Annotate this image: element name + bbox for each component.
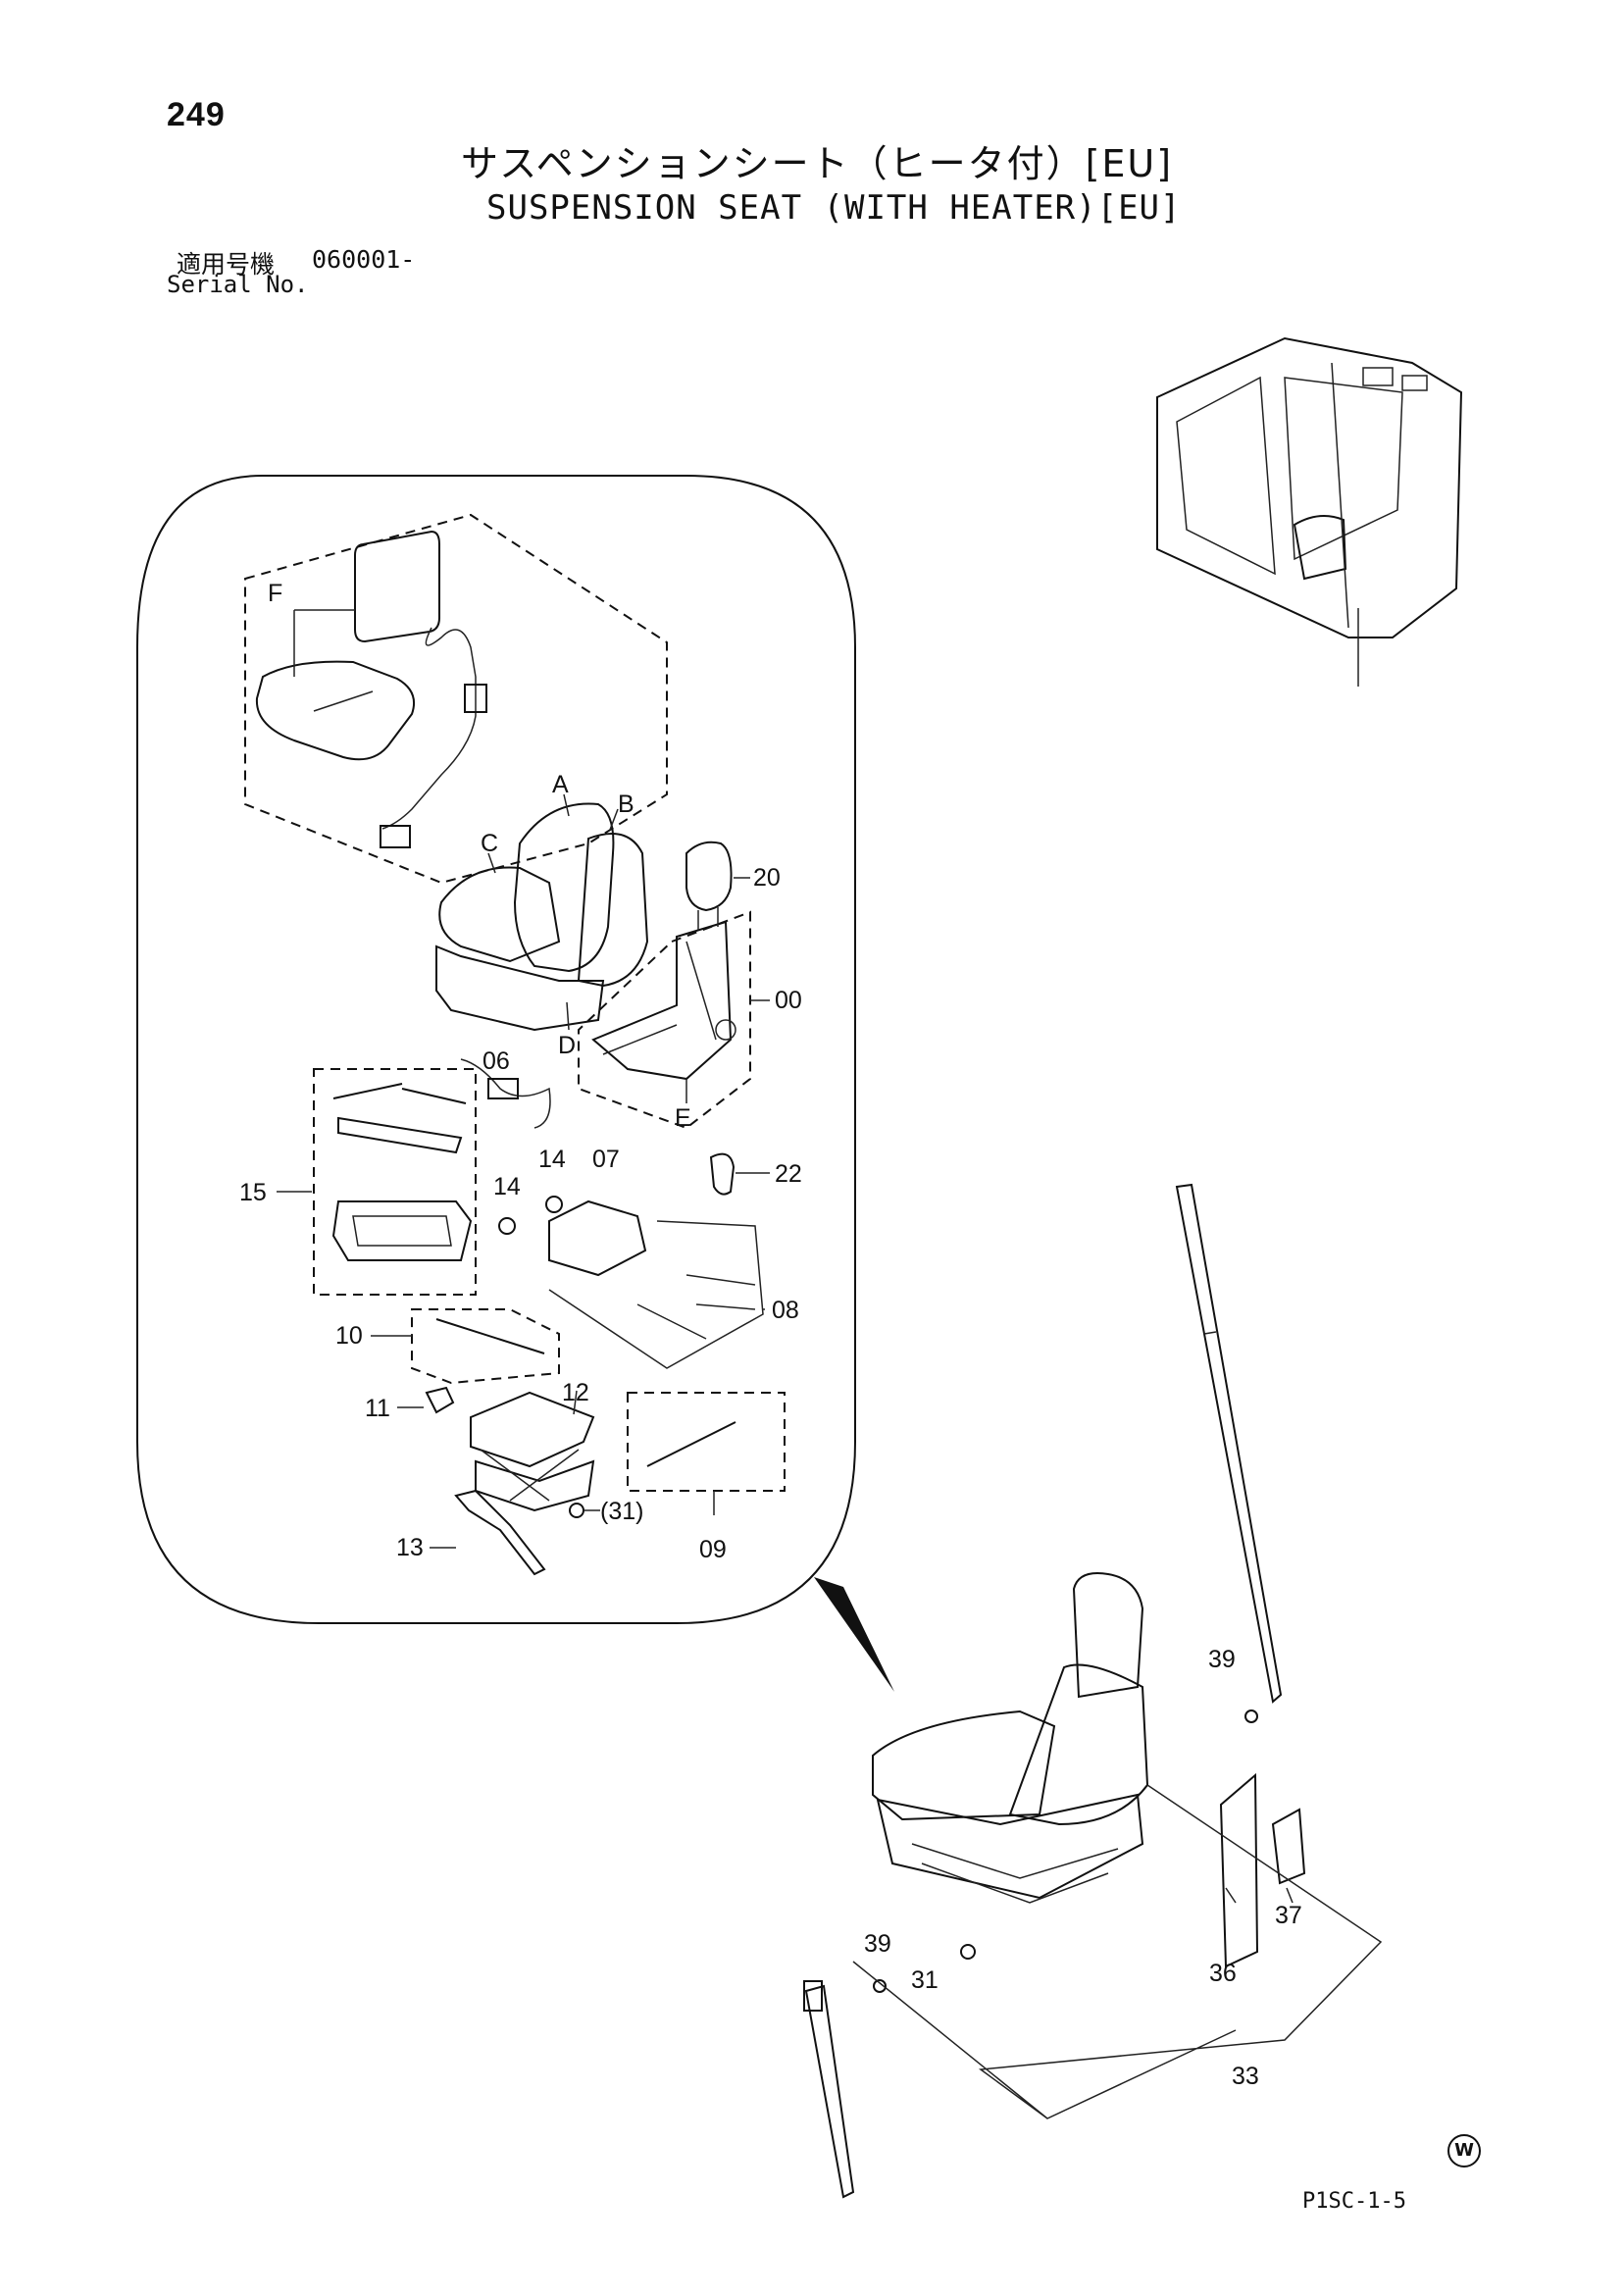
callout-39-left: 39 — [864, 1930, 891, 1958]
callout-22: 22 — [775, 1160, 802, 1188]
seat-belt-right-stitch — [1203, 1331, 1217, 1335]
bolt-39-right — [1244, 1709, 1258, 1723]
suspension-cover — [331, 1200, 473, 1261]
callout-39-right: 39 — [1208, 1646, 1236, 1673]
cover-36 — [1219, 1772, 1259, 1968]
callout-20: 20 — [753, 864, 781, 892]
callout-e: E — [675, 1104, 691, 1132]
page-title-english: SUSPENSION SEAT (WITH HEATER)[EU] — [486, 188, 1182, 228]
slide-rail-2 — [401, 1088, 467, 1104]
callout-31-main: 31 — [911, 1966, 939, 1994]
callout-14-left: 14 — [493, 1173, 521, 1200]
callout-00: 00 — [775, 987, 802, 1014]
cab-illustration — [1156, 336, 1463, 687]
heater-switch-box — [464, 684, 487, 713]
detail-frame — [136, 475, 856, 1624]
slide-rail-group-box — [313, 1068, 477, 1296]
seat-backrest-a — [513, 802, 615, 973]
bolt-31-detail — [569, 1503, 584, 1518]
seat-cushion-c — [438, 866, 561, 963]
page-number: 249 — [167, 96, 226, 133]
bolt-31-main — [960, 1944, 976, 1960]
callout-37: 37 — [1275, 1902, 1302, 1929]
seat-frame-upright — [685, 941, 717, 1041]
heater-seat-slot — [313, 690, 374, 712]
callout-31-detail: (31) — [600, 1498, 643, 1525]
knob-14-right — [545, 1196, 563, 1213]
cable-06-block — [487, 1078, 519, 1099]
callout-f: F — [268, 580, 282, 607]
buckle — [803, 1980, 823, 2012]
lever-11 — [425, 1386, 455, 1414]
callout-10: 10 — [335, 1322, 363, 1350]
callout-08: 08 — [772, 1297, 799, 1324]
callout-12-leader — [573, 1390, 578, 1415]
damper-09 — [646, 1421, 736, 1467]
seat-frame-e — [591, 920, 733, 1081]
w-circle-mark: W — [1447, 2134, 1481, 2168]
stay-22 — [709, 1152, 736, 1196]
serial-label-english: Serial No. — [167, 271, 309, 298]
damper-group-box — [627, 1392, 786, 1492]
callout-36: 36 — [1209, 1960, 1237, 1987]
callout-36-leader — [1225, 1887, 1237, 1904]
slide-rail-1 — [332, 1083, 403, 1099]
callout-c: C — [481, 830, 498, 857]
seat-base-d — [435, 944, 605, 1032]
callout-b-leader — [609, 808, 619, 831]
serial-label-japanese: 適用号機 — [177, 250, 276, 279]
heater-wire — [381, 627, 477, 830]
knob-14-left — [498, 1217, 516, 1235]
plate-37 — [1271, 1808, 1306, 1885]
callout-12: 12 — [562, 1379, 589, 1406]
main-seat-assembly — [872, 1572, 1149, 1904]
seat-belt-right — [1175, 1183, 1283, 1704]
bolt-39-left — [873, 1979, 887, 1993]
seat-frame-pivot — [715, 1019, 736, 1041]
scissor-link-1 — [480, 1449, 550, 1502]
callout-b: B — [618, 791, 634, 818]
callout-d: D — [558, 1032, 576, 1059]
callout-13: 13 — [396, 1534, 424, 1561]
serial-number-value: 060001- — [312, 245, 416, 274]
callout-a-leader — [563, 793, 570, 817]
callout-c-leader — [487, 852, 496, 874]
callout-15: 15 — [239, 1179, 267, 1206]
callout-06: 06 — [482, 1047, 510, 1075]
page-title-japanese: サスペンションシート（ヒータ付）[EU] — [461, 142, 1174, 185]
frame-group-box — [578, 910, 751, 1130]
cable-06 — [460, 1058, 551, 1129]
seat-backrest-b — [577, 833, 649, 988]
callout-09: 09 — [699, 1536, 727, 1563]
springs-08-group — [548, 1220, 764, 1369]
scissor-link-2 — [509, 1449, 580, 1502]
slide-rail-plate — [337, 1116, 463, 1154]
callout-14-right: 14 — [538, 1146, 566, 1173]
suspension-cover-inner — [352, 1215, 452, 1247]
shaft-group-box — [411, 1308, 560, 1385]
seat-belt-left — [804, 1984, 855, 2199]
shaft-10 — [435, 1318, 545, 1354]
callout-11: 11 — [365, 1395, 390, 1422]
heater-connector — [380, 825, 411, 848]
figure-code: P1SC-1-5 — [1302, 2189, 1406, 2214]
bracket-07 — [548, 1199, 647, 1277]
cable-13 — [454, 1489, 546, 1576]
heater-seat-pad — [255, 660, 416, 761]
callout-a: A — [552, 771, 569, 798]
callout-33: 33 — [1232, 2063, 1259, 2090]
callout-d-leader — [566, 1001, 570, 1031]
seat-frame-rail — [602, 1024, 678, 1055]
callout-37-leader — [1286, 1887, 1294, 1904]
callout-33-bracket — [852, 1784, 1383, 2119]
detail-pointer — [814, 1577, 894, 1692]
headrest — [685, 841, 733, 912]
heater-group-box — [244, 513, 668, 885]
heater-back-pad — [354, 530, 440, 643]
callout-07: 07 — [592, 1146, 620, 1173]
